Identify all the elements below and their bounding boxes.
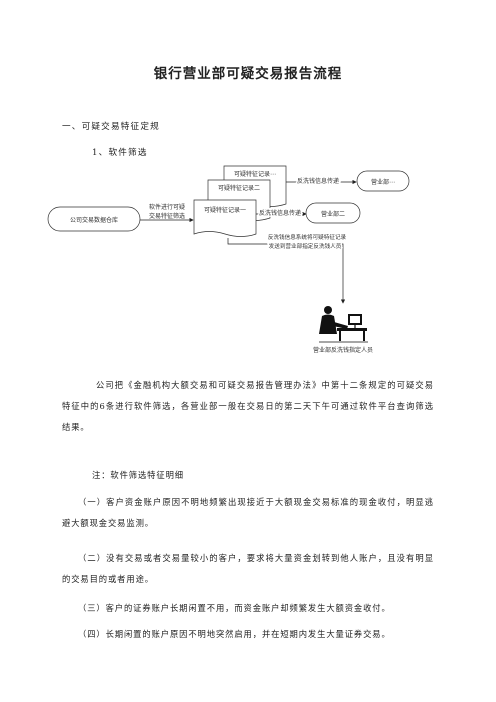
data-warehouse-box — [47, 206, 141, 232]
person-label: 营业部反洗钱指定人员 — [313, 346, 373, 354]
person-at-desk-icon — [319, 306, 368, 343]
list-item: （四）长期闲置的账户原因不明地突然启用，并在短期内发生大量证券交易。 — [78, 629, 391, 639]
paragraph-intro: 公司把《金融机构大额交易和可疑交易报告管理办法》中第十二条规定的可疑交易特征中的… — [62, 380, 434, 432]
record-1-label: 可疑特征记录一 — [204, 206, 246, 214]
list-item: （三）客户的证券账户长期闲置不用，而资金账户却频繁发生大额资金收付。 — [78, 603, 391, 613]
arrow-to-person — [227, 238, 346, 304]
dept-two-box — [305, 202, 361, 224]
warehouse-label: 公司交易数据仓库 — [70, 216, 118, 224]
dept-two-label: 营业部二 — [321, 210, 345, 218]
subsection-heading: 1、软件筛选 — [92, 148, 148, 158]
aml-info-top-label: 反洗钱信息传递 — [297, 177, 339, 185]
note-heading: 注：软件筛选特征明细 — [92, 470, 184, 480]
system-label-2: 发送到营业部指定反洗钱人员 — [269, 242, 342, 250]
filter-label-1: 软件进行可疑 — [149, 203, 185, 211]
filter-label-2: 交易特征筛选 — [149, 212, 185, 220]
flow-diagram: 公司交易数据仓库 软件进行可疑 交易特征筛选 可疑特征记录⋯ 可疑特征记录二 可… — [47, 165, 410, 354]
dept-top-label: 营业部⋯ — [371, 178, 395, 186]
record-2-label: 可疑特征记录二 — [218, 184, 260, 192]
system-label-1: 反洗钱信息系统将可疑特征记录 — [268, 233, 347, 241]
list-item: （一）客户资金账户原因不明地频繁出现接近于大额现金交易标准的现金收付，明显逃避大… — [62, 497, 434, 528]
record-3-label: 可疑特征记录⋯ — [234, 170, 276, 178]
list-item: （二）没有交易或者交易量较小的客户，要求将大量资金划转到他人账户，且没有明显的交… — [62, 553, 434, 584]
section-heading: 一、可疑交易特征定规 — [62, 122, 160, 132]
dept-top-box — [356, 170, 410, 192]
aml-info-mid-label: 反洗钱信息传递 — [259, 209, 301, 217]
document-title: 银行营业部可疑交易报告流程 — [153, 66, 343, 82]
record-card-1 — [193, 199, 257, 237]
